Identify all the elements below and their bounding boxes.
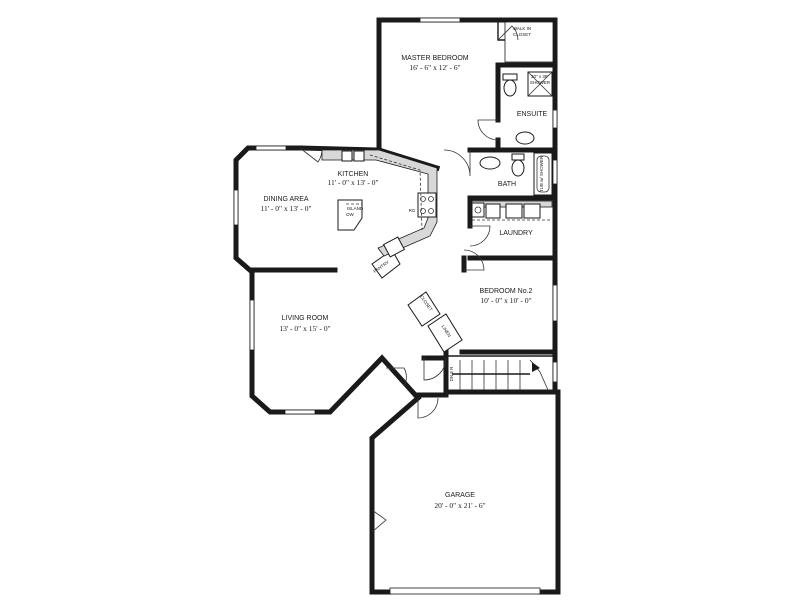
kitchen-label: KITCHEN	[338, 171, 369, 178]
ensuite-fixtures	[502, 71, 553, 145]
kitchen-island	[337, 199, 363, 231]
kitchen-counter	[321, 149, 438, 258]
master-bedroom-label: MASTER BEDROOM	[401, 55, 468, 62]
bath-fixtures	[479, 152, 553, 196]
interior-walls	[371, 20, 561, 398]
dining-dims: 11' - 0" x 13' - 0"	[260, 204, 311, 213]
dishwasher-label: DW	[346, 212, 354, 217]
ensuite-shower-label-2: SHOWER	[530, 80, 551, 85]
windows	[233, 17, 558, 595]
living-label: LIVING ROOM	[282, 315, 329, 322]
kitchen-dims: 11' - 0" x 13' - 0"	[327, 178, 378, 187]
ensuite-label: ENSUITE	[517, 111, 548, 118]
ensuite-shower-label: 30" x 36"	[531, 74, 549, 79]
island-label: ISLAND	[347, 206, 364, 211]
tub-label: TUB w/ SHOWER	[539, 155, 544, 192]
bedroom2-label: BEDROOM No.2	[480, 288, 533, 295]
walk-in-closet-label: WALK IN	[513, 26, 531, 31]
stairs	[452, 359, 549, 391]
garage-label: GARAGE	[445, 492, 475, 499]
refrigerator-label: RG	[409, 208, 416, 213]
bedroom2-dims: 10' - 0" x 10' - 0"	[480, 296, 531, 305]
stair-label: DN 6 R	[449, 366, 454, 382]
garage-dims: 20' - 0" x 21' - 6"	[434, 501, 485, 510]
laundry-label: LAUNDRY	[499, 230, 533, 237]
room-labels: MASTER BEDROOM 16' - 6" x 12' - 6" WALK …	[260, 26, 550, 510]
laundry-fixtures	[471, 200, 553, 221]
dining-label: DINING AREA	[263, 196, 308, 203]
living-dims: 13' - 0" x 15' - 0"	[279, 324, 330, 333]
exterior-walls	[233, 17, 561, 595]
master-bedroom-dims: 16' - 6" x 12' - 6"	[409, 63, 460, 72]
linen-label: LINEN	[440, 324, 452, 338]
bath-label: BATH	[498, 181, 516, 188]
walk-in-closet-label-2: CLOSET	[513, 32, 531, 37]
doors	[299, 25, 519, 533]
